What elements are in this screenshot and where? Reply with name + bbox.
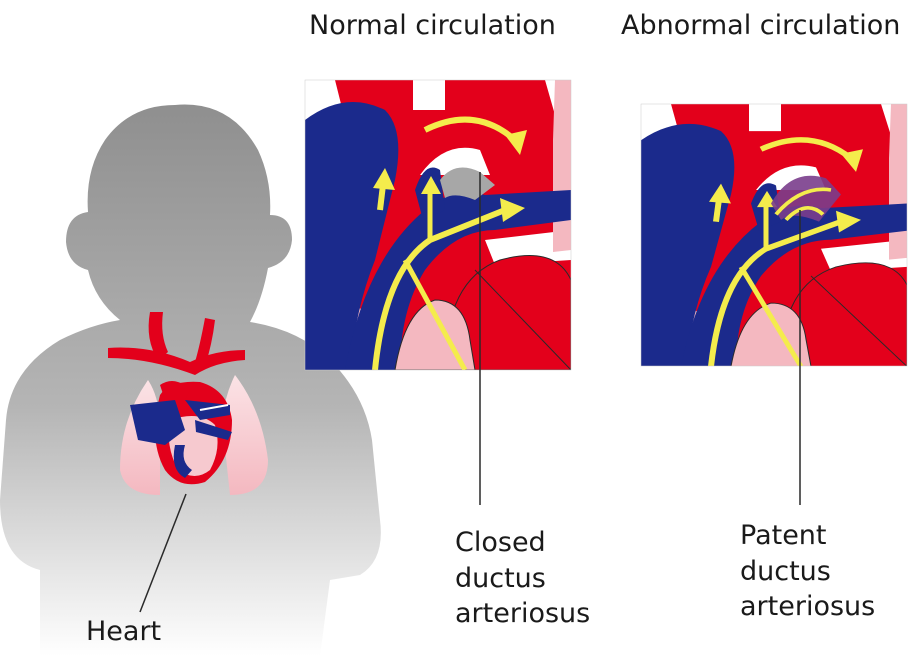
patent-label-line-2: ductus: [740, 554, 875, 590]
patent-ductus-label: Patent ductus arteriosus: [740, 518, 875, 625]
closed-ductus-label: Closed ductus arteriosus: [455, 525, 590, 632]
abnormal-circulation-panel: [641, 104, 907, 366]
closed-label-line-3: arteriosus: [455, 596, 590, 632]
patent-label-line-1: Patent: [740, 518, 875, 554]
heart-label: Heart: [86, 614, 161, 650]
normal-circulation-title: Normal circulation: [309, 8, 556, 44]
patent-label-line-3: arteriosus: [740, 589, 875, 625]
abnormal-circulation-title: Abnormal circulation: [621, 8, 900, 44]
closed-label-line-2: ductus: [455, 561, 590, 597]
normal-circulation-panel: [305, 80, 571, 370]
closed-label-line-1: Closed: [455, 525, 590, 561]
